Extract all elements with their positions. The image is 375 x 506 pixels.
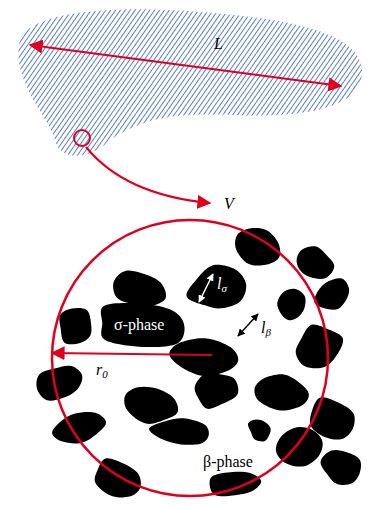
phase-label: β-phase — [203, 454, 253, 470]
particle — [297, 246, 335, 279]
particle — [186, 265, 246, 309]
particle — [277, 289, 305, 321]
particle — [296, 324, 343, 368]
particle — [314, 278, 349, 309]
sigma-length-label: lσ — [217, 276, 227, 292]
particle — [195, 373, 239, 409]
volume-label: V — [224, 196, 234, 212]
radius-label: r0 — [96, 362, 108, 378]
zoom-arrow — [86, 147, 210, 203]
beta-length-arrow — [238, 314, 258, 336]
sigma-length-arrow — [199, 274, 213, 302]
particle — [149, 418, 209, 445]
particle — [248, 420, 271, 442]
length-arrow — [30, 45, 341, 86]
phase-label: σ-phase — [114, 317, 164, 333]
particle — [254, 374, 308, 410]
particle — [101, 303, 185, 347]
particle — [169, 338, 238, 376]
volume-circle — [52, 220, 328, 496]
sample-point — [74, 130, 90, 146]
particle — [59, 308, 91, 344]
radius-arrow — [52, 353, 212, 355]
particle — [124, 387, 178, 424]
length-label: L — [214, 36, 223, 52]
body-region — [18, 9, 362, 156]
beta-length-label: lβ — [261, 320, 271, 336]
particle — [36, 366, 82, 401]
particle — [321, 450, 362, 485]
particle — [113, 270, 166, 306]
